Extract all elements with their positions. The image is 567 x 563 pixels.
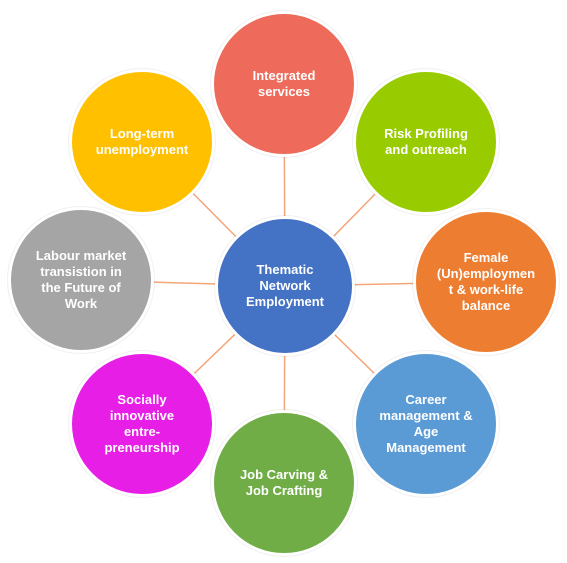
node-career-management: Career management & Age Management	[353, 351, 499, 497]
node-label: Career management & Age Management	[379, 392, 473, 455]
node-label: Socially innovative entre- preneurship	[104, 392, 180, 455]
node-labour-market: Labour market transistion in the Future …	[8, 207, 154, 353]
node-label: Integrated services	[252, 68, 316, 99]
center-label: Thematic Network Employment	[245, 262, 324, 309]
node-label: Long-term unemployment	[95, 126, 189, 157]
node-label: Job Carving & Job Crafting	[239, 467, 329, 498]
node-integrated-services: Integrated services	[211, 11, 357, 157]
node-label: Female (Un)employmen t & work-life balan…	[436, 250, 536, 313]
node-job-carving: Job Carving & Job Crafting	[211, 410, 357, 556]
node-long-term-unemployment: Long-term unemployment	[69, 69, 215, 215]
node-female-unemployment: Female (Un)employmen t & work-life balan…	[413, 209, 559, 355]
node-label: Risk Profiling and outreach	[384, 126, 468, 157]
node-label: Labour market transistion in the Future …	[35, 248, 127, 311]
node-social-entrepreneurship: Socially innovative entre- preneurship	[69, 351, 215, 497]
center-node: Thematic Network Employment	[215, 216, 355, 356]
node-risk-profiling: Risk Profiling and outreach	[353, 69, 499, 215]
